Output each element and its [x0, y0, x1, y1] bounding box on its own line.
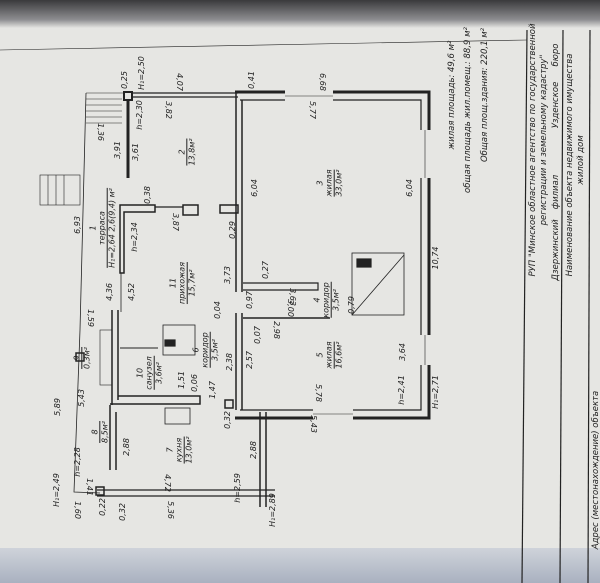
chimney-icon	[356, 258, 372, 268]
interior-wall	[235, 313, 243, 410]
interior-wall	[109, 405, 117, 470]
pillar	[75, 352, 85, 362]
stamp-divider	[559, 29, 564, 583]
photo-edge-top	[0, 0, 600, 28]
stove	[164, 407, 191, 425]
wall	[182, 204, 199, 216]
exterior-wall	[235, 90, 431, 420]
summary-text: общая площадь жил.помещ.: 88,9 м²	[462, 27, 473, 193]
pillar	[224, 399, 234, 409]
stamp-text: Наименование объекта недвижимого имущест…	[564, 53, 575, 277]
stamp-text: РУП "Минское областное агентство по госу…	[527, 23, 538, 277]
photo-edge-bottom	[0, 548, 600, 583]
stamp-text: Дзержинский	[550, 219, 561, 281]
stamp-text: Адрес (местонахождение) объекта	[590, 390, 600, 550]
boiler-icon	[164, 339, 176, 347]
pillar	[123, 91, 133, 101]
interior-wall	[111, 310, 119, 405]
exterior-wall-inner	[240, 99, 422, 411]
exterior-wall	[97, 489, 275, 497]
interior-wall	[110, 395, 201, 405]
wall	[119, 204, 156, 274]
pillar	[95, 486, 105, 496]
fixture	[162, 324, 196, 356]
stamp-divider	[587, 29, 591, 583]
wall	[219, 204, 239, 214]
terrace-steps	[39, 92, 125, 206]
stamp-text: бюро	[550, 43, 561, 67]
terrace-outline	[73, 92, 101, 494]
stamp-border	[521, 29, 528, 583]
interior-wall	[243, 282, 319, 291]
stamp-text: жилой дом	[575, 135, 586, 185]
stamp-text: Узденское	[550, 81, 561, 129]
summary-text: Общая площ.здания: 220,1 м²	[479, 27, 490, 163]
staircase	[351, 252, 405, 316]
interior-wall	[235, 92, 243, 292]
exterior-wall	[259, 412, 267, 507]
stamp-text: регистрации и земельному кадастру"	[538, 54, 549, 226]
sheet-border	[0, 39, 528, 51]
summary-text: жилая площадь: 49,6 м²	[446, 40, 457, 150]
stairs	[99, 329, 113, 386]
stamp-text: филиал	[550, 174, 561, 210]
